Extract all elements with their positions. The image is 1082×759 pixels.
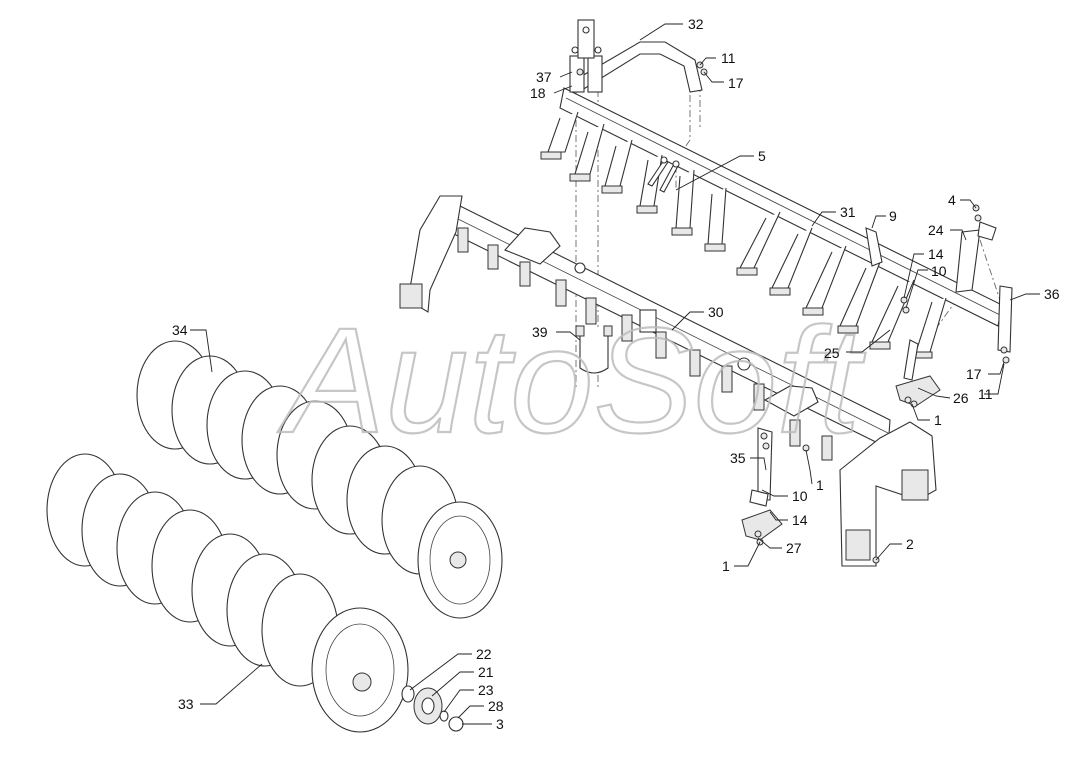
callout-11-right: 11 (978, 386, 993, 402)
leader-lines (190, 23, 1040, 725)
callout-21: 21 (478, 664, 494, 680)
callout-27: 27 (786, 540, 802, 556)
callout-30: 30 (708, 304, 724, 320)
callout-3: 3 (496, 716, 504, 732)
callout-34: 34 (172, 322, 188, 338)
callout-1-lower: 1 (722, 558, 730, 574)
callout-37: 37 (536, 69, 552, 85)
callout-9: 9 (889, 208, 897, 224)
callout-numbers: 32 11 17 37 18 5 31 9 4 24 14 10 25 36 1… (172, 16, 1060, 732)
callout-10-lower: 10 (792, 488, 808, 504)
spring-tines (741, 339, 941, 541)
callout-17-right: 17 (966, 366, 982, 382)
callout-4: 4 (948, 192, 956, 208)
callout-1-right: 1 (934, 412, 942, 428)
callout-14-lower: 14 (792, 512, 808, 528)
right-brackets (865, 221, 1013, 353)
bearing-assembly (401, 685, 464, 732)
main-frame (399, 195, 891, 461)
callout-35: 35 (730, 450, 746, 466)
callout-2: 2 (906, 536, 914, 552)
bolts-5 (647, 156, 680, 193)
callout-18: 18 (530, 85, 546, 101)
upper-tines (540, 111, 947, 359)
svg-text:AutoSoft: AutoSoft (277, 296, 866, 464)
callout-10-right: 10 (931, 263, 947, 279)
callout-32: 32 (688, 16, 704, 32)
handle-bar (569, 19, 703, 93)
callout-24: 24 (928, 222, 944, 238)
callout-31: 31 (840, 204, 856, 220)
callout-14-right: 14 (928, 246, 944, 262)
callout-11-top: 11 (721, 50, 736, 66)
watermark: AutoSoft (276, 295, 867, 465)
frame-brackets (457, 227, 833, 461)
roller-33 (46, 453, 409, 733)
callout-33: 33 (178, 696, 194, 712)
callout-17-top: 17 (728, 75, 744, 91)
frame-end-plate (839, 421, 937, 567)
callout-22: 22 (476, 646, 492, 662)
callout-39: 39 (532, 324, 548, 340)
roller-34 (136, 340, 503, 619)
callout-28: 28 (488, 698, 504, 714)
callout-26: 26 (953, 390, 969, 406)
callout-36: 36 (1044, 286, 1060, 302)
u-bolt-39 (575, 325, 613, 374)
callout-5: 5 (758, 148, 766, 164)
callout-1-mid: 1 (816, 477, 824, 493)
callout-25: 25 (824, 345, 840, 361)
upper-tine-bar (540, 87, 1003, 359)
callout-23: 23 (478, 682, 494, 698)
